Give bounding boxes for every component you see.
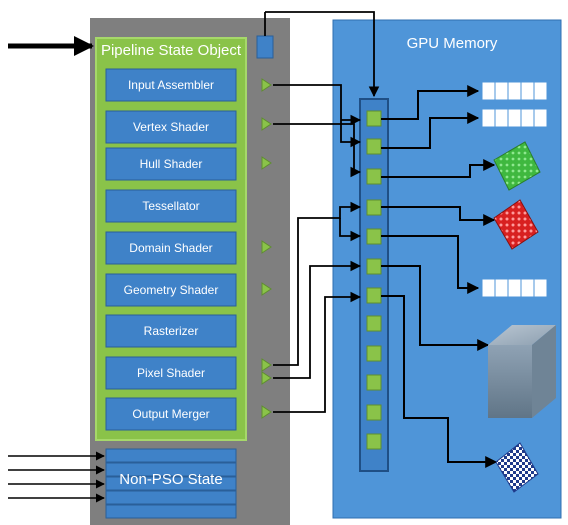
descriptor-slot	[366, 228, 382, 245]
descriptor-slot	[366, 433, 382, 450]
green-texture-icon	[493, 141, 541, 191]
stage-vertex-shader	[105, 110, 237, 144]
non-pso-bar	[105, 476, 237, 491]
root-signature-square	[256, 35, 274, 59]
buffer-strip-icon	[481, 278, 548, 298]
connector-triangle-icon	[261, 117, 272, 131]
stage-domain-shader	[105, 231, 237, 265]
stage-label: Vertex Shader	[133, 120, 209, 134]
descriptor-slot	[366, 345, 382, 362]
descriptor-slot	[366, 287, 382, 304]
stage-tessellator	[105, 189, 237, 223]
connector-triangle-icon	[261, 358, 272, 372]
stage-label: Domain Shader	[129, 241, 212, 255]
descriptor-slot	[366, 110, 382, 127]
stage-label: Geometry Shader	[124, 283, 219, 297]
non-pso-bar	[105, 490, 237, 505]
non-pso-state: Non-PSO State	[105, 448, 237, 519]
buffer-strip-icon	[481, 81, 548, 101]
stage-label: Hull Shader	[140, 157, 203, 171]
pso-title: Pipeline State Object	[101, 42, 242, 59]
connector-triangle-icon	[261, 371, 272, 385]
descriptor-slot	[366, 258, 382, 275]
gpu-memory-title: GPU Memory	[407, 35, 498, 52]
stage-geometry-shader	[105, 273, 237, 307]
stage-input-assembler	[105, 68, 237, 102]
buffer-strip-icon	[481, 108, 548, 128]
descriptor-slot	[366, 404, 382, 421]
stage-label: Input Assembler	[128, 78, 214, 92]
red-texture-icon	[493, 199, 539, 250]
connector-triangle-icon	[261, 405, 272, 419]
non-pso-label: Non-PSO State	[119, 471, 222, 488]
pso-stages: Input Assembler Vertex Shader Hull Shade…	[105, 68, 237, 431]
stage-label: Pixel Shader	[137, 366, 205, 380]
stage-label: Rasterizer	[144, 324, 199, 338]
stage-output-merger	[105, 397, 237, 431]
descriptor-slot	[366, 315, 382, 332]
stage-label: Tessellator	[142, 199, 199, 213]
non-pso-bar	[105, 462, 237, 477]
descriptor-slots	[366, 110, 382, 450]
descriptor-slot	[366, 199, 382, 216]
resource-lines	[381, 85, 498, 468]
binding-lines	[264, 11, 380, 413]
connector-triangle-icon	[261, 78, 272, 92]
descriptor-slot	[366, 168, 382, 185]
stage-hull-shader	[105, 147, 237, 181]
connector-triangle-icon	[261, 240, 272, 254]
non-pso-bar	[105, 448, 237, 463]
stage-connectors	[261, 78, 272, 419]
stage-label: Output Merger	[132, 407, 209, 421]
input-arrows	[8, 451, 105, 503]
grid-tile-icon	[495, 442, 539, 493]
connector-triangle-icon	[261, 156, 272, 170]
non-pso-bar	[105, 504, 237, 519]
stage-pixel-shader	[105, 356, 237, 390]
stage-rasterizer	[105, 314, 237, 348]
descriptor-slot	[366, 138, 382, 155]
descriptor-slot	[366, 374, 382, 391]
cube-icon	[488, 325, 556, 418]
connector-triangle-icon	[261, 282, 272, 296]
